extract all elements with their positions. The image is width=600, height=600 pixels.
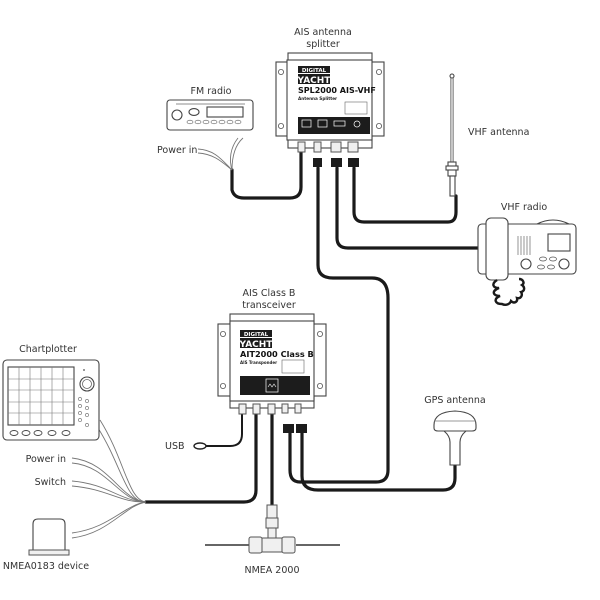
fm-volume-knob-icon [171,109,183,121]
transceiver-nmea2000-gland[interactable] [267,403,276,415]
cable-transceiver-to-bundle [144,412,258,504]
wire-fan [71,137,244,539]
fm-display [206,106,244,118]
vhf-radio[interactable]: VHF radio [477,202,577,306]
splitter-vhf-radio-port[interactable] [330,141,342,153]
cable-splitter-to-transceiver [288,166,390,484]
vhf-knob-icon [520,258,532,270]
label-vhf-antenna: VHF antenna [468,127,529,138]
transceiver-brand-top: DIGITAL [244,332,269,338]
chartplotter-rotary-knob[interactable] [79,376,95,392]
transceiver-brand: YACHT [239,340,274,350]
splitter-model: SPL2000 AIS-VHF [298,86,376,95]
cable-fm-to-splitter [230,148,303,200]
splitter-subtitle: Antenna Splitter [298,96,338,101]
transceiver-vhf-plug [283,424,294,433]
transceiver-subtitle: AIS Transponder [240,360,277,365]
screw-icon [316,382,323,389]
transceiver-vhf-port[interactable] [281,403,289,414]
transceiver-power-gland[interactable] [252,403,261,415]
screw-icon [316,330,323,337]
chartplotter-soft-keys [9,430,71,436]
gps-mount [442,430,468,466]
label-switch: Switch [35,477,66,488]
label-transceiver-line1: AIS Class B [243,288,296,299]
cable-splitter-to-vhf-antenna [352,166,458,224]
splitter-ais-plug [313,158,322,167]
screw-icon [219,382,226,389]
nmea0183-body [32,518,66,551]
ais-class-b-transceiver[interactable]: AIS Class B transceiver DIGITAL YACHT AI… [217,288,327,433]
splitter-vhf-radio-plug [331,158,342,167]
vhf-knob-icon [558,258,570,270]
chartplotter-grid [8,367,74,425]
label-splitter-line2: splitter [306,39,340,50]
label-transceiver-line2: transceiver [242,300,296,311]
label-power-in: Power in [26,454,66,465]
vhf-coiled-cord [492,277,526,306]
fm-buttons [186,119,242,125]
cable-usb [205,413,243,447]
screw-icon [277,123,284,130]
label-chartplotter: Chartplotter [19,344,77,355]
screw-icon [375,69,382,76]
usb-plug-icon [193,442,207,450]
label-gps-antenna: GPS antenna [424,395,485,406]
splitter-ais-port[interactable] [313,141,322,153]
chartplotter-side-buttons [78,397,89,427]
nmea2000-t-connector[interactable]: NMEA 2000 [244,504,300,576]
usb-connector[interactable]: USB [165,441,207,452]
label-vhf-radio: VHF radio [501,202,548,213]
ais-antenna-splitter[interactable]: AIS antenna splitter DIGITAL YACHT SPL20… [275,27,385,167]
transceiver-gps-plug [296,424,307,433]
cable-splitter-to-vhf-radio [335,166,480,250]
label-nmea2000: NMEA 2000 [244,565,299,576]
splitter-power-gland[interactable] [297,141,306,153]
splitter-vhf-antenna-plug [348,158,359,167]
gps-antenna[interactable]: GPS antenna [424,395,486,466]
splitter-brand: YACHT [297,76,332,86]
label-fm-power-in: Power in [157,145,197,156]
cables [144,148,480,546]
label-nmea0183: NMEA0183 device [3,561,89,572]
label-fm-radio: FM radio [191,86,232,97]
vhf-handset[interactable] [485,217,509,281]
label-usb: USB [165,441,185,452]
cable-gps-to-transceiver [300,430,457,492]
label-splitter-line1: AIS antenna [294,27,352,38]
vhf-display [547,233,571,252]
fm-radio[interactable]: FM radio Power in [157,86,254,156]
screw-icon [375,123,382,130]
transceiver-gps-port[interactable] [294,403,302,414]
transceiver-usb-gland[interactable] [238,403,247,415]
splitter-brand-top: DIGITAL [302,68,327,74]
transceiver-model: AIT2000 Class B [240,349,314,359]
nmea0183-device[interactable]: NMEA0183 device [3,518,89,572]
vhf-buttons [537,256,557,270]
splitter-vhf-antenna-port[interactable] [347,141,359,153]
vhf-antenna[interactable]: VHF antenna [445,73,529,197]
screw-icon [277,69,284,76]
chartplotter[interactable]: Chartplotter [2,344,100,441]
screw-icon [219,330,226,337]
